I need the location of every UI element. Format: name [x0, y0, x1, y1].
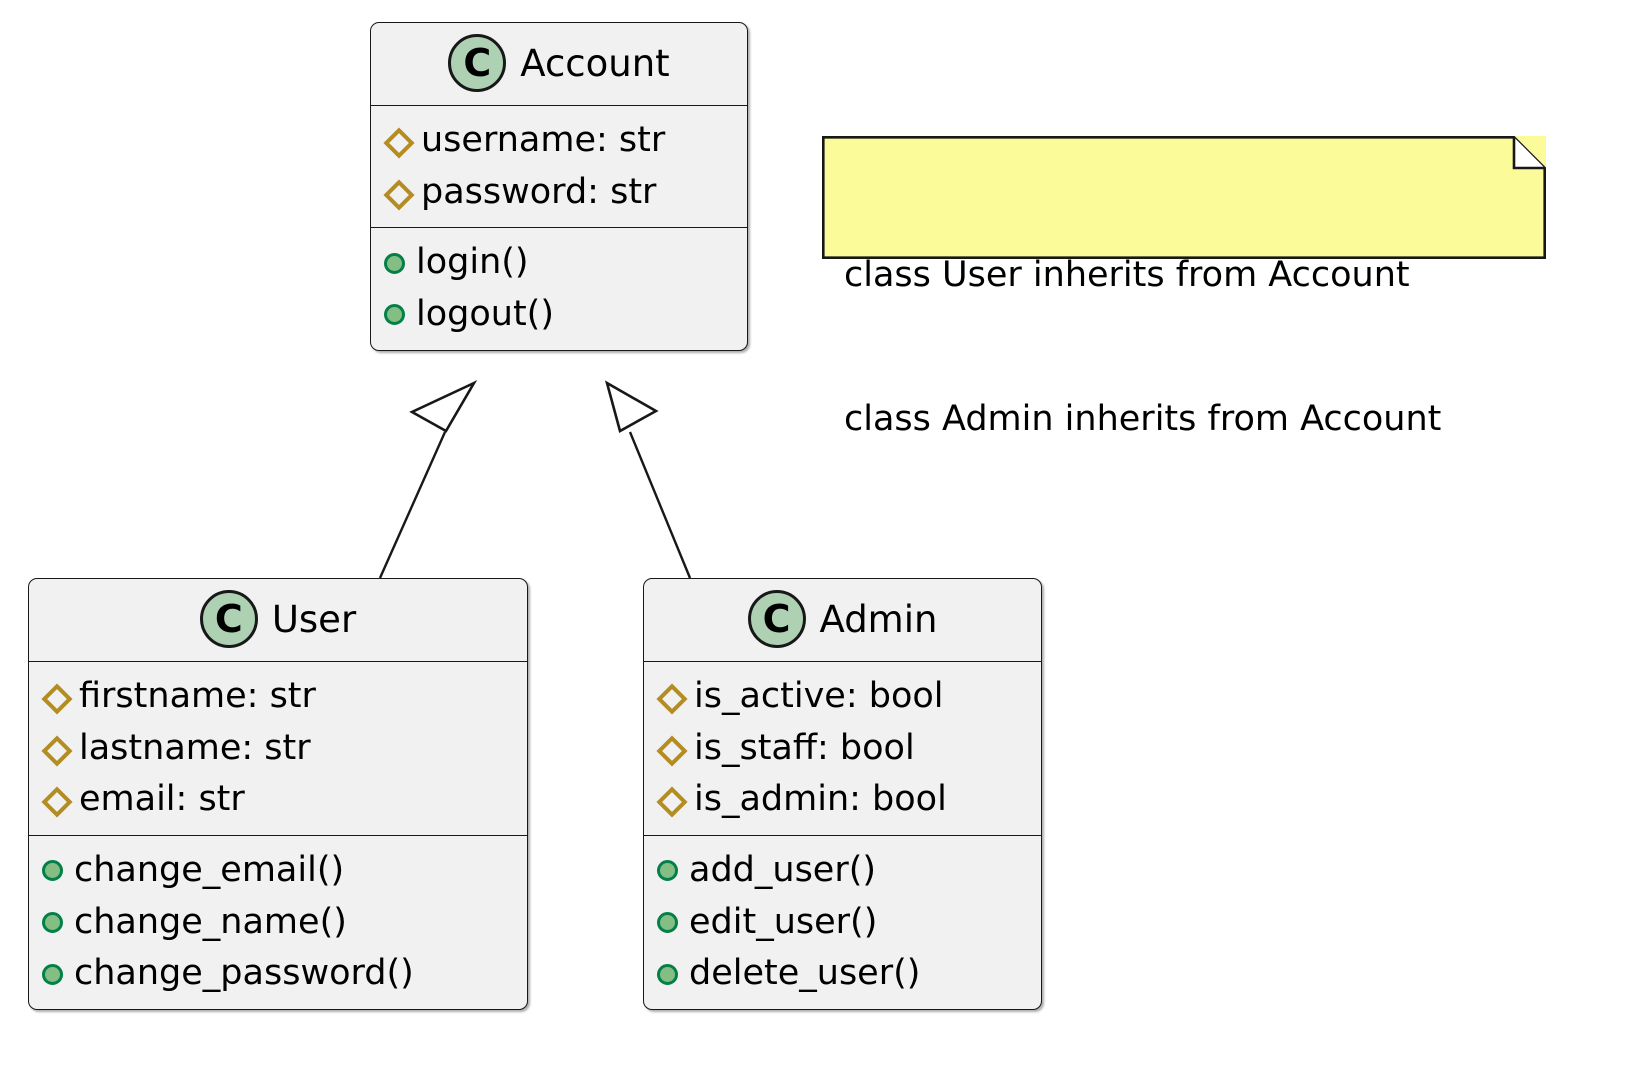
- attribute-row[interactable]: password: str: [371, 167, 747, 219]
- generalization-user-to-account: [378, 380, 478, 579]
- attribute-row[interactable]: firstname: str: [29, 671, 527, 723]
- method-dot-icon: [657, 912, 678, 934]
- attribute-row[interactable]: email: str: [29, 774, 527, 826]
- methods-compartment-admin: add_user() edit_user() delete_user(): [644, 836, 1041, 1009]
- note-inheritance[interactable]: class User inherits from Account class A…: [822, 136, 1546, 439]
- method-row[interactable]: delete_user(): [644, 948, 1041, 1000]
- class-box-user[interactable]: C User firstname: str lastname: str emai…: [28, 578, 528, 1011]
- method-label: add_user(): [689, 850, 877, 891]
- method-label: login(): [416, 242, 529, 283]
- class-stereotype-icon: C: [448, 34, 507, 92]
- method-row[interactable]: add_user(): [644, 845, 1041, 897]
- attributes-compartment-admin: is_active: bool is_staff: bool is_admin:…: [644, 662, 1041, 837]
- attribute-label: is_staff: bool: [694, 727, 915, 768]
- diamond-icon: [657, 684, 683, 710]
- class-header-admin: C Admin: [644, 579, 1041, 662]
- method-row[interactable]: logout(): [371, 289, 747, 341]
- diamond-icon: [42, 684, 68, 710]
- method-dot-icon: [384, 304, 405, 326]
- diamond-icon: [384, 128, 410, 154]
- class-stereotype-icon: C: [199, 590, 258, 648]
- diamond-icon: [384, 180, 410, 206]
- attribute-label: email: str: [79, 779, 245, 820]
- attribute-label: is_admin: bool: [694, 779, 947, 820]
- method-label: logout(): [416, 294, 554, 335]
- class-name-user: User: [271, 597, 357, 641]
- method-dot-icon: [42, 963, 63, 985]
- method-label: edit_user(): [689, 901, 878, 942]
- class-name-account: Account: [520, 41, 670, 85]
- attributes-compartment-user: firstname: str lastname: str email: str: [29, 662, 527, 837]
- attribute-row[interactable]: is_active: bool: [644, 671, 1041, 723]
- method-dot-icon: [42, 912, 63, 934]
- method-dot-icon: [384, 252, 405, 274]
- attribute-label: password: str: [421, 171, 657, 212]
- method-row[interactable]: change_email(): [29, 845, 527, 897]
- class-name-admin: Admin: [819, 597, 938, 641]
- attribute-label: lastname: str: [79, 727, 311, 768]
- methods-compartment-account: login() logout(): [371, 228, 747, 349]
- diamond-icon: [657, 736, 683, 762]
- diamond-icon: [657, 787, 683, 813]
- method-dot-icon: [657, 963, 678, 985]
- diamond-icon: [42, 787, 68, 813]
- class-header-account: C Account: [371, 23, 747, 106]
- attribute-label: is_active: bool: [694, 676, 944, 716]
- diamond-icon: [42, 736, 68, 762]
- methods-compartment-user: change_email() change_name() change_pass…: [29, 836, 527, 1009]
- attribute-row[interactable]: is_admin: bool: [644, 774, 1041, 826]
- class-stereotype-icon: C: [747, 590, 806, 648]
- attribute-row[interactable]: lastname: str: [29, 723, 527, 775]
- method-label: change_name(): [74, 901, 347, 942]
- method-dot-icon: [42, 860, 63, 882]
- attribute-row[interactable]: username: str: [371, 115, 747, 167]
- method-dot-icon: [657, 860, 678, 882]
- attribute-label: firstname: str: [79, 676, 316, 716]
- method-label: change_email(): [74, 850, 345, 891]
- class-box-admin[interactable]: C Admin is_active: bool is_staff: bool i…: [643, 578, 1042, 1011]
- method-row[interactable]: login(): [371, 237, 747, 289]
- note-line: class User inherits from Account: [844, 254, 1410, 295]
- generalization-admin-to-account: [604, 380, 692, 579]
- method-label: change_password(): [74, 953, 414, 994]
- note-text: class User inherits from Account class A…: [844, 154, 1520, 540]
- class-header-user: C User: [29, 579, 527, 662]
- method-row[interactable]: edit_user(): [644, 897, 1041, 949]
- note-shape: [822, 136, 1546, 259]
- attribute-label: username: str: [421, 120, 666, 160]
- note-line: class Admin inherits from Account: [844, 399, 1442, 440]
- class-box-account[interactable]: C Account username: str password: str lo…: [370, 22, 748, 351]
- method-row[interactable]: change_name(): [29, 897, 527, 949]
- method-label: delete_user(): [689, 953, 921, 994]
- method-row[interactable]: change_password(): [29, 948, 527, 1000]
- attribute-row[interactable]: is_staff: bool: [644, 723, 1041, 775]
- attributes-compartment-account: username: str password: str: [371, 106, 747, 229]
